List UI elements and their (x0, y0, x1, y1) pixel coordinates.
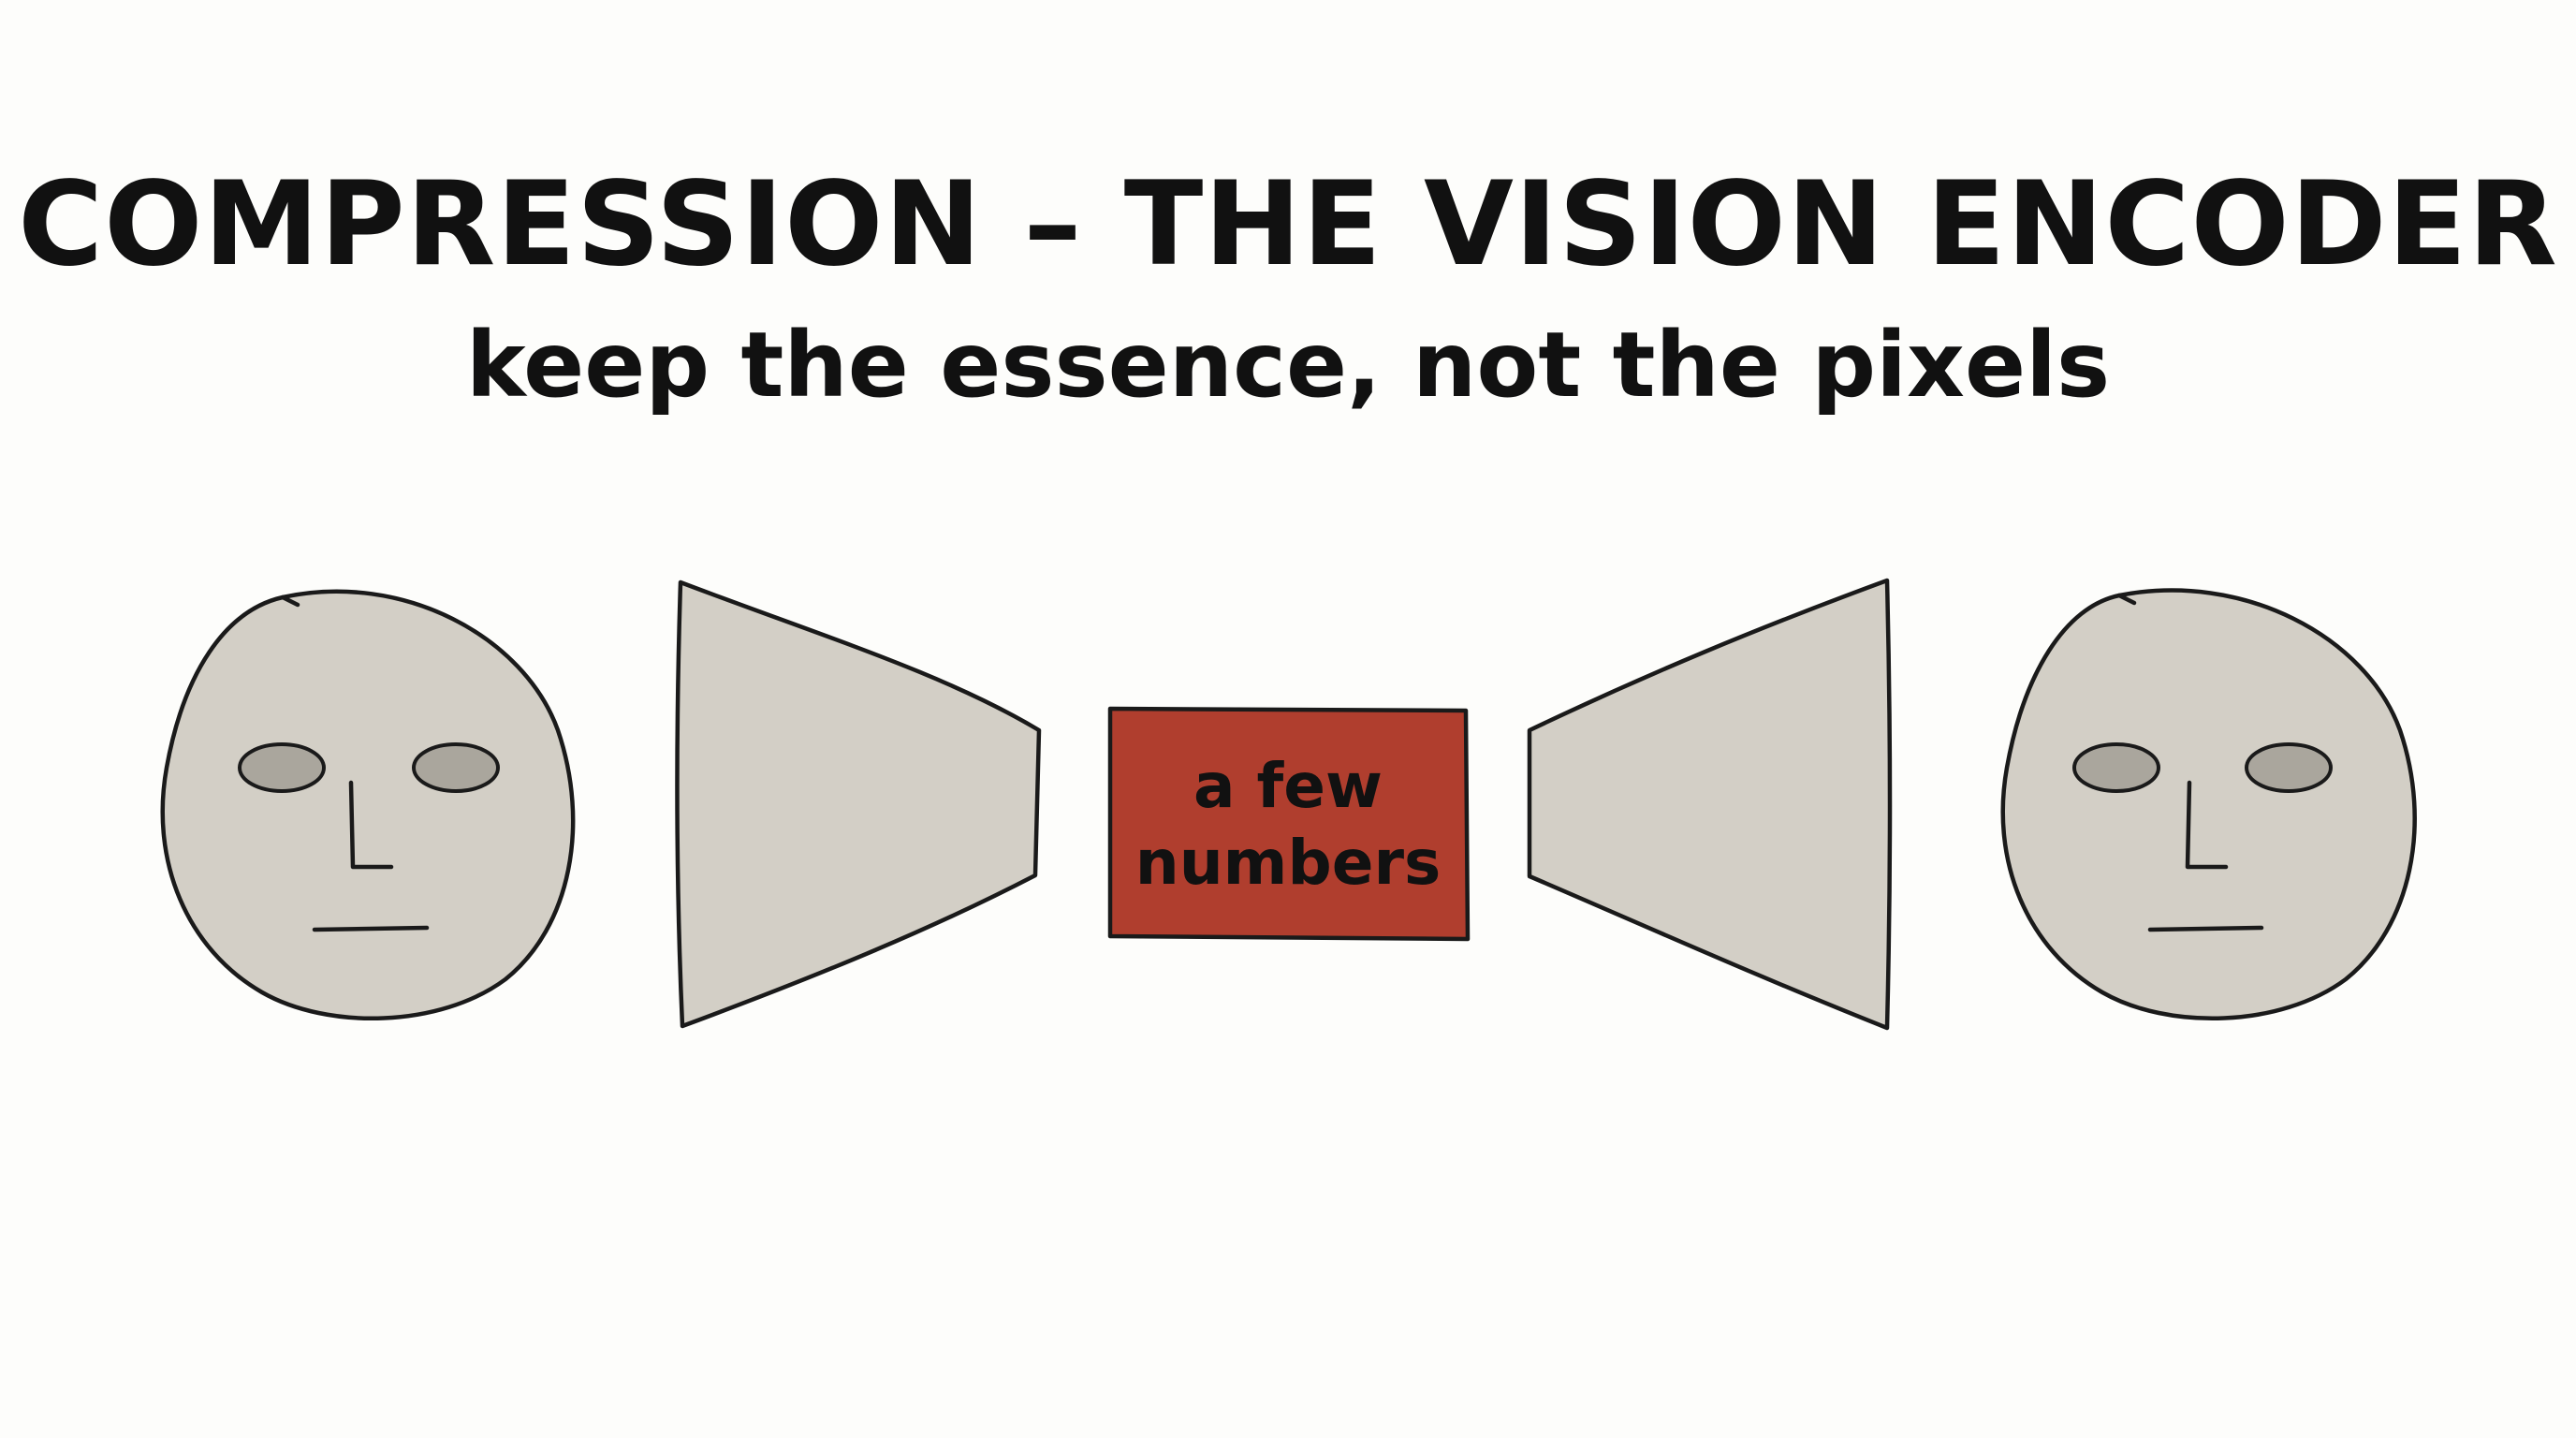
output-face-nose (2185, 780, 2229, 870)
decoder-funnel (1527, 578, 1893, 1031)
page-subtitle: keep the essence, not the pixels (465, 313, 2111, 418)
input-face-mouth (312, 925, 430, 932)
output-face-outline (2000, 588, 2417, 1020)
input-face (160, 589, 576, 1020)
latent-box: a few numbers (1107, 706, 1471, 942)
input-face-outline (160, 589, 576, 1020)
input-face-nose (348, 780, 394, 870)
output-face-hair-tick (2116, 593, 2137, 606)
page-title: COMPRESSION – THE VISION ENCODER (18, 157, 2558, 292)
input-face-right-eye (412, 742, 500, 793)
output-face-mouth (2147, 925, 2264, 932)
input-face-hair-tick (280, 594, 300, 608)
output-face-left-eye (2072, 742, 2160, 793)
encoder-funnel (675, 580, 1042, 1029)
output-face-right-eye (2245, 742, 2333, 793)
output-face (2000, 588, 2417, 1020)
latent-label-line2: numbers (1135, 827, 1442, 899)
input-face-left-eye (238, 742, 326, 793)
latent-label-line1: a few (1193, 750, 1383, 822)
latent-box-rect (1107, 706, 1471, 942)
